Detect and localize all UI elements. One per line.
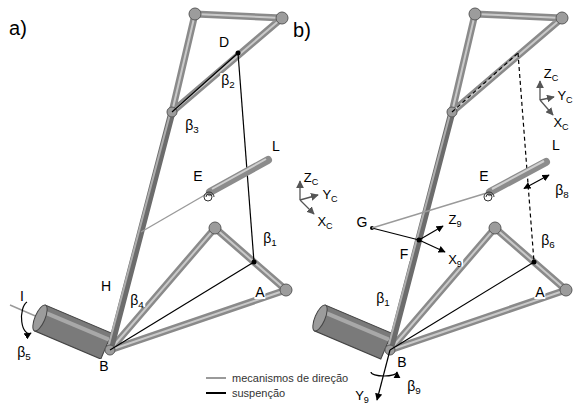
suspension-line	[172, 53, 238, 112]
rotation-arrow	[371, 372, 397, 376]
point-label: A	[534, 285, 545, 299]
upper-arm-highlight	[172, 14, 282, 112]
joint	[276, 12, 288, 24]
point-label: β2	[220, 73, 236, 87]
point-label: YC	[321, 188, 338, 201]
legend-line	[205, 373, 227, 383]
point-label: Y9	[354, 389, 370, 402]
legend-item: suspenção	[205, 385, 348, 400]
z9-axis	[419, 226, 443, 240]
wheel-hub	[10, 302, 112, 359]
point-label: E	[478, 169, 489, 183]
joint	[556, 12, 568, 24]
point-label: H	[100, 279, 112, 293]
hub-cap	[30, 303, 50, 333]
translation-arrow	[524, 175, 549, 189]
point	[532, 260, 537, 265]
y9-axis	[377, 350, 390, 400]
point-label: β5	[16, 345, 32, 359]
hub-cap	[310, 303, 330, 333]
point-label: β8	[554, 183, 570, 197]
legend-item: mecanismos de direção	[205, 370, 348, 385]
joint	[489, 222, 501, 234]
point-label: X9	[447, 253, 463, 266]
hub-highlight	[42, 310, 110, 342]
joint	[280, 284, 292, 296]
kingpin-highlight	[108, 114, 170, 348]
point-label: B	[98, 359, 109, 373]
steering-rod	[490, 162, 546, 192]
point-label: L	[271, 139, 281, 153]
upper-arm-highlight	[452, 14, 562, 112]
legend-line	[205, 388, 227, 398]
joint-symbol	[484, 192, 494, 201]
point-label: ZC	[303, 171, 320, 184]
axis-triad	[540, 81, 554, 115]
kingpin	[110, 112, 172, 350]
point-label: β3	[184, 118, 200, 132]
point	[417, 238, 422, 243]
joint	[469, 8, 481, 20]
point-label: B	[396, 355, 407, 369]
panel-label: a)	[8, 18, 28, 38]
rotation-arrow	[21, 302, 31, 334]
point-label: G	[356, 215, 369, 229]
point-label: Z9	[447, 213, 462, 226]
dashed-line	[452, 53, 518, 112]
legend: mecanismos de direção suspenção	[205, 370, 348, 400]
dashed-line	[518, 53, 534, 262]
point-label: XC	[552, 116, 569, 129]
hub-highlight	[322, 310, 390, 342]
legend-text: mecanismos de direção	[232, 372, 348, 384]
joint	[189, 8, 201, 20]
point-label: XC	[316, 215, 333, 228]
point-label: E	[192, 169, 203, 183]
point-label: L	[551, 138, 561, 152]
point-label: D	[218, 35, 230, 49]
steering-rod-highlight	[492, 161, 544, 189]
point-label: YC	[556, 89, 573, 102]
joint	[560, 284, 572, 296]
point-label: β1	[375, 291, 391, 305]
point	[236, 51, 241, 56]
steering-line	[141, 192, 210, 232]
legend-text: suspenção	[232, 387, 285, 399]
point	[252, 260, 257, 265]
kingpin-highlight	[388, 114, 450, 348]
point-label: ZC	[543, 67, 560, 80]
suspension-line	[110, 262, 254, 350]
joint-symbol	[204, 192, 214, 201]
kingpin	[390, 112, 452, 350]
panel-label: b)	[292, 20, 312, 40]
steering-line	[372, 192, 490, 228]
point-label: I	[19, 289, 25, 303]
point-label: β4	[129, 293, 145, 307]
point-label: F	[399, 247, 410, 261]
point-label: β1	[262, 231, 278, 245]
point-label: β9	[406, 379, 422, 393]
steering-rod	[210, 160, 268, 192]
panel-b	[310, 8, 572, 400]
upper-arm	[452, 14, 562, 112]
steering-rod-highlight	[212, 159, 266, 189]
x9-axis	[419, 240, 445, 252]
wheel-hub	[310, 303, 392, 359]
panel-a	[10, 8, 318, 359]
upper-arm	[172, 14, 282, 112]
point-label: β6	[540, 233, 556, 247]
suspension-line	[372, 228, 419, 240]
joint	[209, 222, 221, 234]
suspension-line	[390, 262, 534, 350]
suspension-line	[238, 53, 254, 262]
point-label: A	[254, 285, 265, 299]
